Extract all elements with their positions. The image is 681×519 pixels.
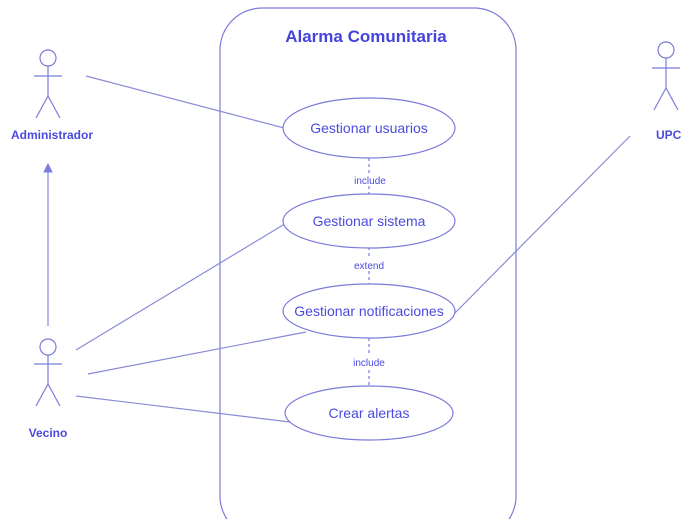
assoc-admin-gestionar-usuarios: [85, 75, 285, 129]
use-case-gestionar-usuarios-label: Gestionar usuarios: [310, 120, 428, 136]
use-case-crear-alertas: [284, 385, 454, 441]
assoc-vecino-crear-alertas: [75, 395, 291, 423]
use-case-gestionar-usuarios: [282, 97, 456, 159]
actor-upc-label: UPC: [656, 128, 681, 142]
actor-upc-figure: [652, 41, 680, 111]
system-boundary: [219, 7, 517, 519]
assoc-vecino-gestionar-sistema: [75, 221, 289, 351]
actor-administrador-figure: [34, 49, 62, 119]
assoc-vecino-gestionar-notificaciones: [87, 331, 307, 375]
include-label-1: include: [354, 176, 386, 187]
actor-administrador-label: Administrador: [11, 128, 93, 142]
extend-label: extend: [354, 261, 384, 272]
use-case-crear-alertas-label: Crear alertas: [329, 405, 410, 421]
actor-vecino-figure: [34, 338, 62, 407]
actor-vecino-label: Vecino: [29, 426, 68, 440]
generalization-arrowhead: [43, 162, 53, 173]
system-title: Alarma Comunitaria: [285, 27, 447, 46]
include-label-2: include: [353, 358, 385, 369]
use-case-gestionar-notificaciones: [282, 283, 456, 339]
assoc-upc-gestionar-notificaciones: [451, 135, 631, 317]
use-case-gestionar-notificaciones-label: Gestionar notificaciones: [294, 303, 443, 319]
use-case-gestionar-sistema: [282, 193, 456, 249]
use-case-gestionar-sistema-label: Gestionar sistema: [313, 213, 426, 229]
